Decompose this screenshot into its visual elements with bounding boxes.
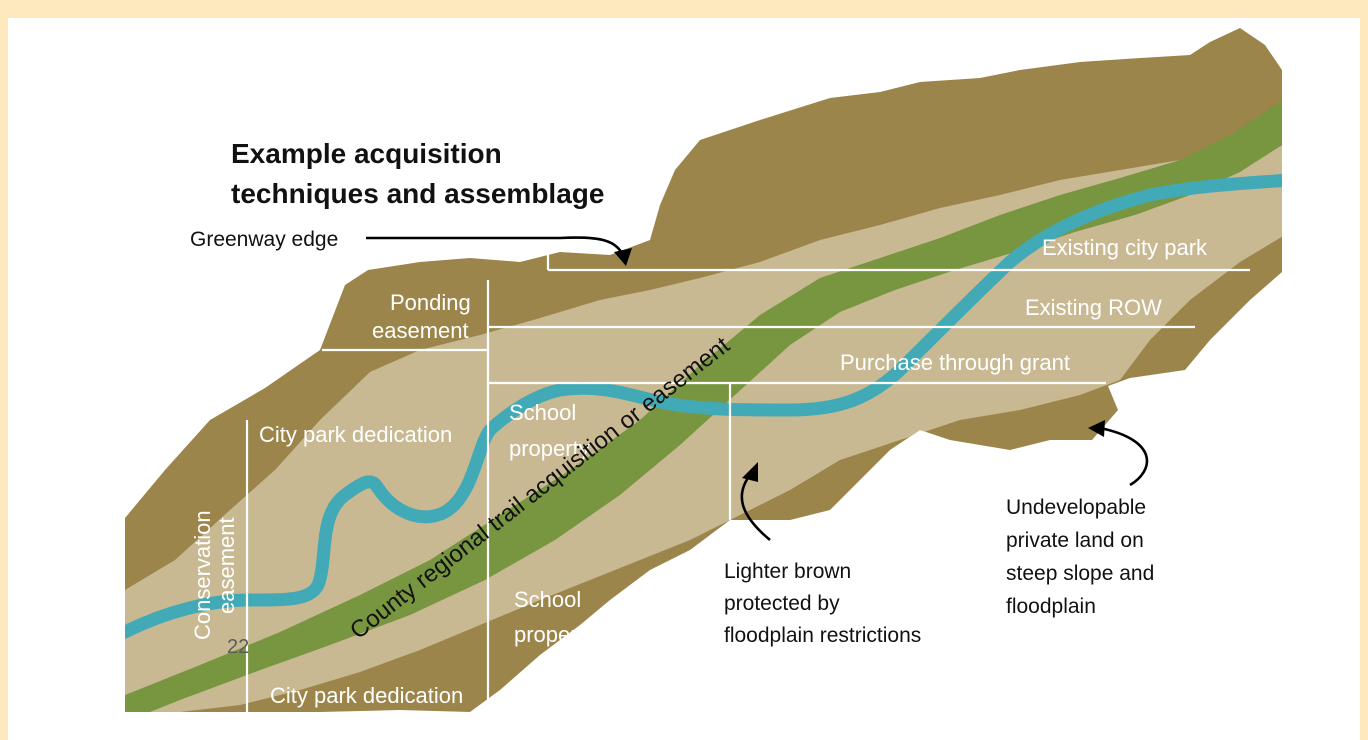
diagram-title-line1: Example acquisition <box>231 138 502 169</box>
city-park-dedication-bottom-label: City park dedication <box>270 683 463 708</box>
school-property-bottom-label-2: property <box>514 622 595 647</box>
undevelopable-label-3: steep slope and <box>1006 562 1154 585</box>
lighter-brown-label-2: protected by <box>724 592 840 615</box>
school-property-top-label-1: School <box>509 400 576 425</box>
greenway-edge-label: Greenway edge <box>190 228 338 251</box>
lighter-brown-arrowhead <box>742 462 758 482</box>
undevelopable-label-1: Undevelopable <box>1006 496 1146 519</box>
existing-row-label: Existing ROW <box>1025 295 1162 320</box>
diagram-title-line2: techniques and assemblage <box>231 178 604 209</box>
school-property-bottom-label-1: School <box>514 587 581 612</box>
city-park-dedication-top-label: City park dedication <box>259 422 452 447</box>
conservation-easement-label-1: Conservation <box>190 510 215 640</box>
undevelopable-arrowhead <box>1088 420 1105 437</box>
existing-city-park-label: Existing city park <box>1042 235 1208 260</box>
lighter-brown-arrow <box>740 474 771 541</box>
river <box>125 173 1282 639</box>
lighter-brown-label-3: floodplain restrictions <box>724 624 921 647</box>
page-number: 22 <box>227 636 249 658</box>
purchase-through-grant-label: Purchase through grant <box>840 350 1070 375</box>
greenway-edge-arrowhead <box>614 248 632 266</box>
undevelopable-arrow <box>1099 426 1149 487</box>
undevelopable-label-2: private land on <box>1006 529 1144 552</box>
lighter-brown-label-1: Lighter brown <box>724 560 851 583</box>
conservation-easement-label-2: easement <box>214 517 239 614</box>
undevelopable-label-4: floodplain <box>1006 595 1096 618</box>
school-property-top-label-2: property <box>509 436 590 461</box>
ponding-label-1: Ponding <box>390 290 471 315</box>
ponding-label-2: easement <box>372 318 469 343</box>
